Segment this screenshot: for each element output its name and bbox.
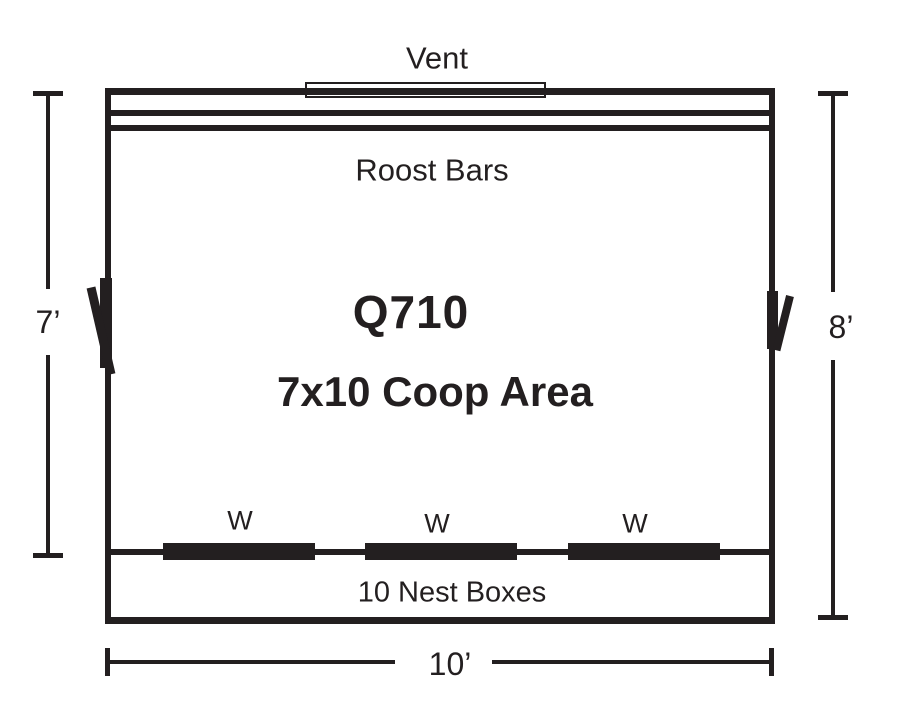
dim-bottom-line-left	[107, 660, 395, 664]
dim-bottom-label: 10’	[428, 646, 472, 682]
coop-area-subtitle: 7x10 Coop Area	[277, 368, 593, 415]
dim-bottom-line-right	[492, 660, 772, 664]
dim-left-label: 7’	[35, 304, 61, 340]
dim-right-label: 8’	[828, 309, 854, 345]
wall-right	[769, 88, 775, 624]
dim-right-tick-bottom	[818, 615, 848, 620]
roost-bar-line-1	[105, 110, 775, 116]
roost-bars-label: Roost Bars	[355, 152, 509, 188]
window-bar-2	[365, 543, 517, 560]
vent-label: Vent	[405, 40, 469, 76]
dim-right-line-lower	[831, 360, 835, 617]
wall-top	[105, 88, 775, 95]
page-title: Q710	[352, 286, 470, 338]
dim-left-tick-bottom	[33, 553, 63, 558]
window-bar-1	[163, 543, 315, 560]
door-right-leaf	[767, 291, 778, 349]
window-marker-1: W	[227, 505, 253, 536]
dim-right-line-upper	[831, 93, 835, 292]
window-marker-2: W	[424, 508, 450, 539]
wall-bottom	[105, 617, 775, 624]
nest-boxes-label: 10 Nest Boxes	[357, 576, 547, 609]
dim-bottom-tick-right	[769, 648, 774, 676]
dim-left-line-lower	[46, 355, 50, 555]
roost-bar-line-2	[105, 125, 775, 131]
dim-left-line-upper	[46, 93, 50, 289]
window-marker-3: W	[622, 508, 648, 539]
window-bar-3	[568, 543, 720, 560]
